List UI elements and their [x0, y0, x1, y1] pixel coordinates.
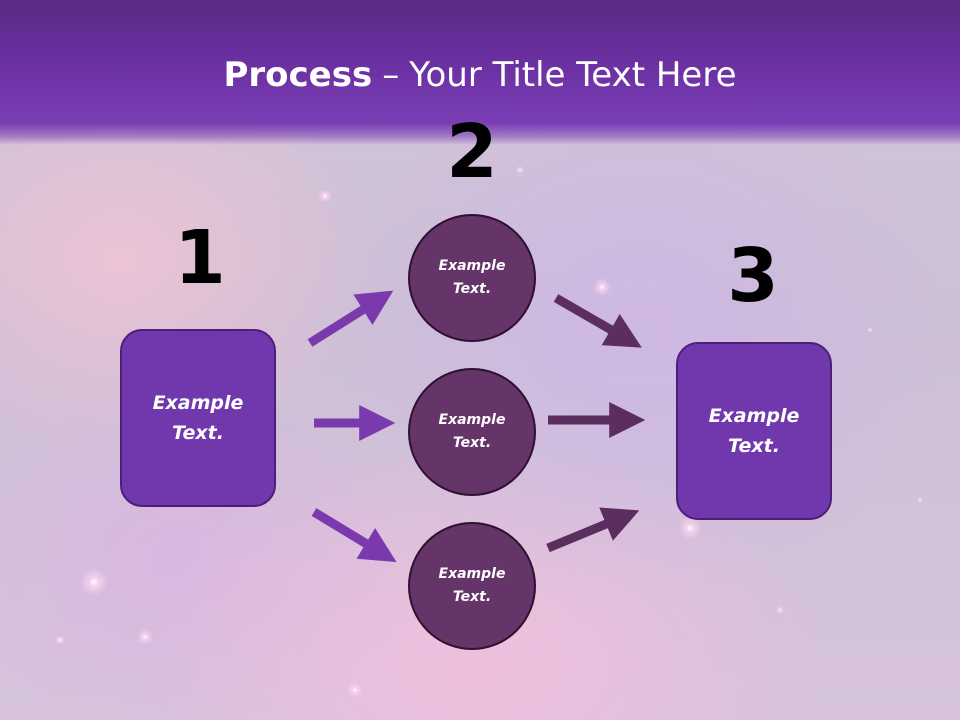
step-number-3: 3	[727, 233, 779, 319]
left-box-label: Example Text.	[152, 392, 244, 444]
step-number-2: 2	[446, 109, 498, 195]
top-circle: Example Text.	[408, 214, 536, 342]
bottom-circle: Example Text.	[408, 522, 536, 650]
right-box-label: Example Text.	[708, 405, 800, 457]
arrow-from-bottom-circle	[546, 507, 640, 553]
step-number-1: 1	[174, 215, 226, 301]
page-title: Process–Your Title Text Here	[0, 52, 960, 98]
right-box: Example Text.	[676, 342, 832, 520]
title-banner: Process–Your Title Text Here	[0, 0, 960, 145]
arrow-to-bottom-circle	[311, 508, 397, 563]
title-separator: –	[382, 55, 400, 95]
middle-circle: Example Text.	[408, 368, 536, 496]
top-circle-label: Example Text.	[438, 258, 506, 297]
middle-circle-label: Example Text.	[438, 412, 506, 451]
arrow-to-top-circle	[307, 290, 394, 347]
arrow-from-top-circle	[553, 294, 642, 348]
left-box: Example Text.	[120, 329, 276, 507]
title-rest: Your Title Text Here	[409, 55, 737, 95]
bottom-circle-label: Example Text.	[438, 566, 506, 605]
title-bold: Process	[223, 55, 373, 95]
